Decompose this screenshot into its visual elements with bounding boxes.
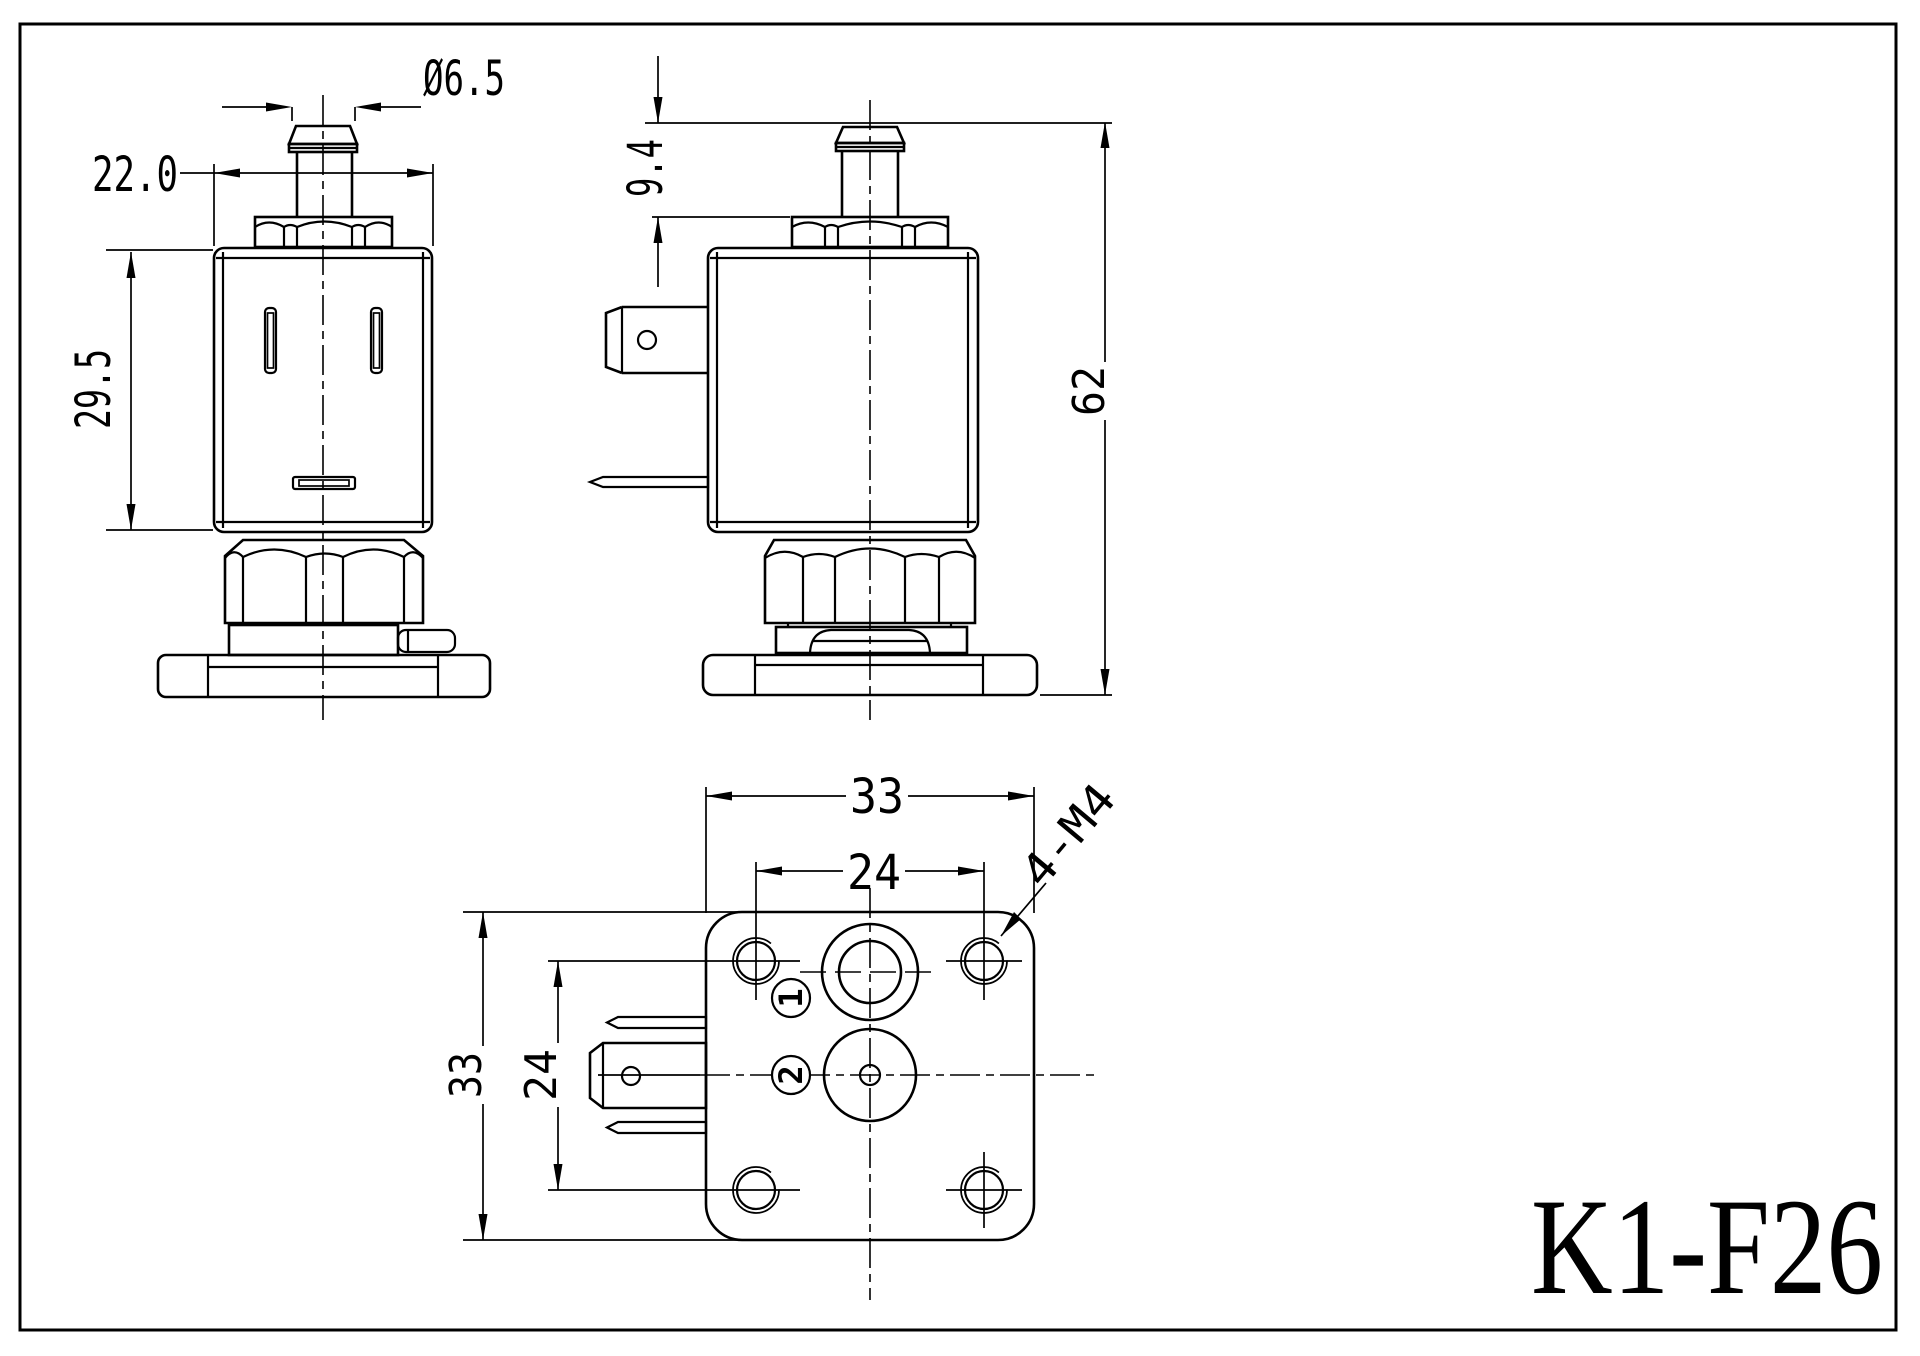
dim-nozzle-diameter: Ø6.5 <box>222 51 505 121</box>
front-body <box>212 246 434 534</box>
side-big-nut <box>763 538 977 625</box>
front-left-slot-inner <box>266 312 275 369</box>
port-1-label: 1 <box>770 977 812 1019</box>
mount-hole-bottom-right <box>946 1152 1022 1228</box>
side-step <box>774 623 969 655</box>
front-bottom-slot <box>291 475 357 491</box>
side-base <box>701 653 1039 697</box>
dim-body-height: 29.5 <box>66 249 213 531</box>
port-2 <box>822 1027 918 1123</box>
side-connector <box>586 305 710 489</box>
front-view: Ø6.5 22.0 29.5 <box>66 51 505 720</box>
dim-text-body-height: 29.5 <box>66 349 122 429</box>
port-1 <box>800 922 940 1022</box>
front-tab <box>396 628 457 654</box>
front-base <box>156 653 492 699</box>
dim-plate-height: 33 <box>441 911 744 1241</box>
side-connector-hole <box>636 329 658 351</box>
front-right-slot-inner <box>372 312 381 369</box>
side-view: 9.4 62 <box>586 56 1115 720</box>
part-number-title: K1-F26 <box>1531 1170 1883 1323</box>
dim-text-hole-spacing-vertical: 24 <box>516 1049 567 1101</box>
bottom-connector-hole <box>620 1065 642 1087</box>
port-2-number: 2 <box>772 1065 810 1084</box>
dim-text-total-height: 62 <box>1064 366 1115 416</box>
port-1-number: 1 <box>772 988 810 1007</box>
dim-text-plate-width: 33 <box>850 769 904 825</box>
front-nozzle <box>287 124 359 217</box>
dim-total-height: 62 <box>645 122 1115 696</box>
dim-hole-spacing-horizontal: 24 <box>755 845 985 1000</box>
side-body <box>706 246 980 534</box>
front-left-slot <box>263 306 278 375</box>
side-connector-pin <box>586 475 710 489</box>
dim-text-nut-width: 22.0 <box>92 147 178 203</box>
dim-text-plate-height: 33 <box>441 1052 492 1098</box>
bottom-connector-pin-upper <box>604 1015 708 1030</box>
side-nozzle <box>834 125 906 217</box>
bottom-connector-pin-lower <box>604 1120 708 1135</box>
front-right-slot <box>369 306 384 375</box>
dim-nut-width: 22.0 <box>92 147 434 246</box>
dim-nozzle-height: 9.4 <box>618 56 790 287</box>
port-2-label: 2 <box>770 1054 812 1096</box>
dim-text-nozzle-height: 9.4 <box>618 139 674 197</box>
dim-text-nozzle-diameter: Ø6.5 <box>423 51 505 107</box>
front-big-nut <box>223 538 425 625</box>
dim-text-hole-spacing-horizontal: 24 <box>847 845 901 901</box>
front-bottom-slot-inner <box>298 479 350 487</box>
dim-plate-width: 33 <box>705 769 1035 913</box>
bottom-connector <box>588 1015 708 1135</box>
drawing-border <box>18 22 1898 1332</box>
dim-hole-spacing-vertical: 24 <box>516 960 800 1191</box>
